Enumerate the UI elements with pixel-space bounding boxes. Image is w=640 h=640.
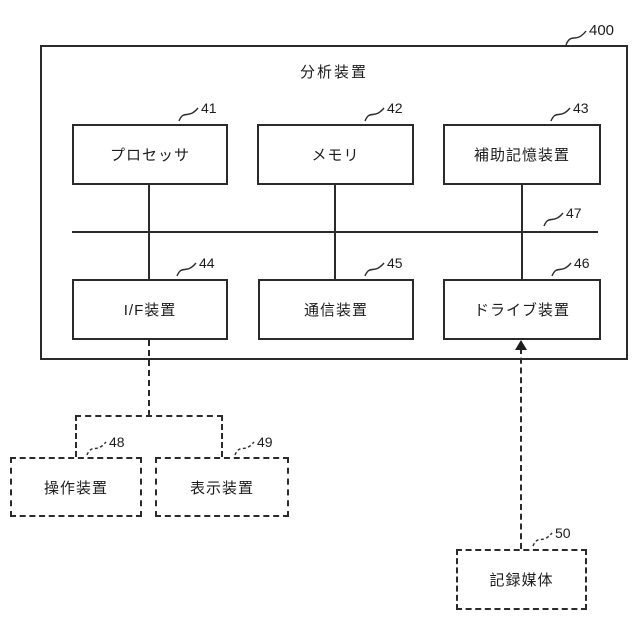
leader-squiggle-icon <box>550 107 571 122</box>
ref-50: 50 <box>532 526 571 547</box>
aux-storage-label: 補助記憶装置 <box>473 147 570 164</box>
recording-medium-box: 記録媒体 <box>456 549 587 610</box>
aux-storage-box: 補助記憶装置 <box>443 124 601 185</box>
ref-50-number: 50 <box>555 525 571 541</box>
ref-45-number: 45 <box>387 255 403 271</box>
if-device-label: I/F装置 <box>123 302 177 319</box>
dashed-link-horizontal <box>75 415 223 417</box>
ref-42-number: 42 <box>387 100 403 116</box>
ref-41-number: 41 <box>201 100 217 116</box>
ref-48: 48 <box>86 435 125 456</box>
ref-49: 49 <box>234 435 273 456</box>
dashed-link-operation-drop <box>75 415 77 457</box>
leader-squiggle-icon <box>551 262 572 277</box>
dashed-link-display-drop <box>221 415 223 457</box>
memory-box: メモリ <box>257 124 414 185</box>
ref-400: 400 <box>564 22 615 46</box>
leader-squiggle-icon <box>86 441 107 456</box>
recording-medium-label: 記録媒体 <box>489 572 554 589</box>
ref-46: 46 <box>551 256 590 277</box>
ref-42: 42 <box>364 101 403 122</box>
ref-43: 43 <box>550 101 589 122</box>
ref-43-number: 43 <box>573 100 589 116</box>
leader-squiggle-icon <box>364 107 385 122</box>
leader-squiggle-icon <box>178 107 199 122</box>
ref-44: 44 <box>176 256 215 277</box>
ref-400-number: 400 <box>589 22 615 39</box>
ref-48-number: 48 <box>109 434 125 450</box>
ref-47-number: 47 <box>566 205 582 221</box>
ref-45: 45 <box>364 256 403 277</box>
connector-processor-if <box>148 185 150 279</box>
leader-squiggle-icon <box>234 441 255 456</box>
dashed-link-if-down <box>148 340 150 416</box>
connector-auxstorage-drive <box>521 185 523 279</box>
arrow-up-icon <box>515 340 527 350</box>
memory-label: メモリ <box>311 147 360 164</box>
comm-device-label: 通信装置 <box>303 302 368 319</box>
display-device-box: 表示装置 <box>155 457 289 517</box>
analysis-device-box <box>40 45 628 360</box>
operation-device-label: 操作装置 <box>43 479 108 497</box>
ref-41: 41 <box>178 101 217 122</box>
if-device-box: I/F装置 <box>72 279 228 340</box>
ref-49-number: 49 <box>257 434 273 450</box>
drive-device-box: ドライブ装置 <box>443 279 601 340</box>
processor-box: プロセッサ <box>72 124 228 185</box>
ref-46-number: 46 <box>574 255 590 271</box>
leader-squiggle-icon <box>565 30 587 46</box>
drive-device-label: ドライブ装置 <box>473 302 570 319</box>
display-device-label: 表示装置 <box>189 479 254 497</box>
analysis-device-title: 分析装置 <box>299 64 368 81</box>
ref-47: 47 <box>543 206 582 227</box>
dashed-link-recording-medium <box>520 348 522 549</box>
ref-44-number: 44 <box>199 255 215 271</box>
processor-label: プロセッサ <box>109 147 190 164</box>
leader-squiggle-icon <box>176 262 197 277</box>
leader-squiggle-icon <box>532 532 553 547</box>
operation-device-box: 操作装置 <box>10 457 142 517</box>
connector-memory-comm <box>334 185 336 279</box>
leader-squiggle-icon <box>364 262 385 277</box>
leader-squiggle-icon <box>543 212 564 227</box>
comm-device-box: 通信装置 <box>258 279 414 340</box>
